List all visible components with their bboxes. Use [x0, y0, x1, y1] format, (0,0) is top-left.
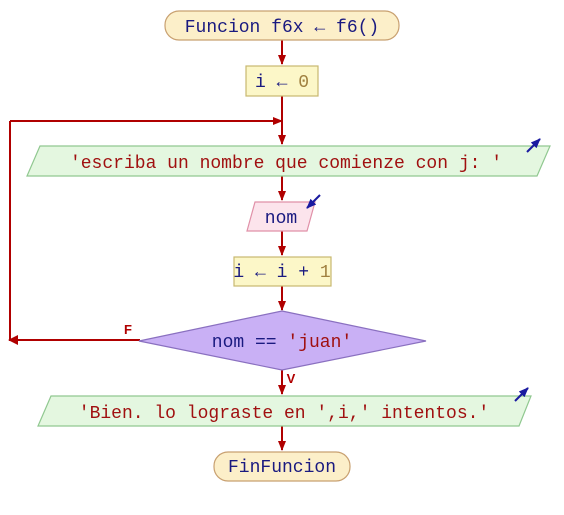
increment-arrow: ←	[255, 263, 266, 283]
decision-nom-equals-juan[interactable]: nom == 'juan'	[138, 310, 427, 371]
increment-plus: +	[298, 263, 309, 283]
start-function-name: Funcion f6x	[185, 18, 304, 38]
output-result-text: 'Bien. lo lograste en ',i,' intentos.'	[79, 404, 489, 424]
svg-text:Funcion f6x ← f6(): Funcion f6x ← f6()	[185, 18, 379, 38]
branch-label-false: F	[124, 322, 132, 337]
output-prompt[interactable]: 'escriba un nombre que comienze con j: '	[26, 138, 551, 177]
end-terminal[interactable]: FinFuncion	[213, 451, 351, 482]
output-arrow-icon	[526, 138, 541, 153]
input-nom-text: nom	[265, 209, 297, 229]
process-increment-i[interactable]: i ← i + 1	[233, 256, 332, 287]
svg-text:i ← 0: i ← 0	[255, 73, 309, 93]
svg-text:i ← i +: i ← i + 1	[233, 263, 330, 283]
assign-i-var: i	[255, 73, 266, 93]
decision-operator: ==	[255, 333, 277, 353]
input-arrow-icon	[306, 194, 321, 209]
loop-back-left-arrowhead	[8, 335, 18, 345]
assign-i-value: 0	[298, 73, 309, 93]
output-arrow-icon	[514, 387, 529, 402]
start-function-call: f6()	[336, 18, 379, 38]
output-prompt-text: 'escriba un nombre que comienze con j: '	[70, 154, 502, 174]
input-nom[interactable]: nom	[246, 194, 321, 232]
decision-value: 'juan'	[287, 333, 352, 353]
end-terminal-text: FinFuncion	[228, 458, 336, 478]
decision-var: nom	[212, 333, 244, 353]
increment-var: i	[233, 263, 244, 283]
connectors	[9, 40, 286, 451]
output-result[interactable]: 'Bien. lo lograste en ',i,' intentos.'	[37, 387, 532, 427]
increment-lhs: i	[277, 263, 288, 283]
increment-value: 1	[320, 263, 331, 283]
branch-label-true: V	[287, 371, 296, 386]
start-assign-arrow: ←	[314, 18, 325, 38]
start-terminal[interactable]: Funcion f6x ← f6()	[164, 10, 400, 41]
svg-text:nom == 'juan': nom == 'juan'	[212, 333, 352, 353]
assign-i-arrow: ←	[277, 73, 288, 93]
process-assign-i[interactable]: i ← 0	[245, 65, 319, 97]
